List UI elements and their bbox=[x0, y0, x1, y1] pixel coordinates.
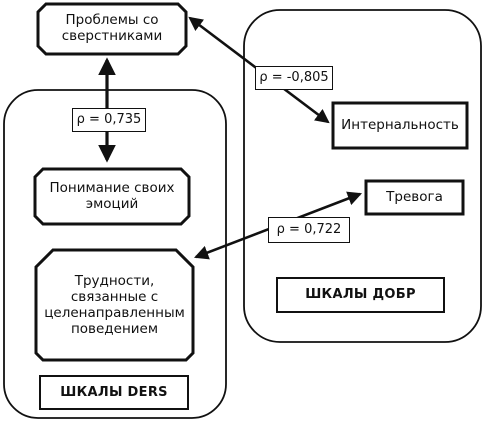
coef-label-goal-anxiety: ρ = 0,722 bbox=[268, 217, 350, 243]
emotions-box-shape bbox=[33, 167, 191, 226]
goal-box-shape bbox=[34, 248, 195, 362]
ders-title-box bbox=[39, 375, 189, 410]
dobr-scales-title: ШКАЛЫ ДОБР bbox=[305, 287, 416, 303]
ders-scales-title: ШКАЛЫ DERS bbox=[60, 384, 168, 400]
internal-node-label: Интернальность bbox=[341, 116, 459, 133]
dobr-title-box bbox=[276, 277, 445, 313]
anxiety-node-label: Тревога bbox=[386, 188, 443, 205]
coef-label-peers-internal: ρ = -0,805 bbox=[255, 66, 333, 90]
emotions-node-label: Понимание своих эмоций bbox=[49, 179, 175, 212]
goal-node-label: Трудности, связанные с целенаправленным … bbox=[44, 273, 185, 337]
peers-box-shape bbox=[36, 2, 188, 56]
internal-box-shape bbox=[331, 101, 469, 150]
peers-node-label: Проблемы со сверстниками bbox=[61, 12, 163, 44]
coef-label-peers-emotions: ρ = 0,735 bbox=[72, 108, 146, 132]
dobr-group-frame bbox=[243, 9, 482, 343]
anxiety-box-shape bbox=[364, 179, 465, 216]
